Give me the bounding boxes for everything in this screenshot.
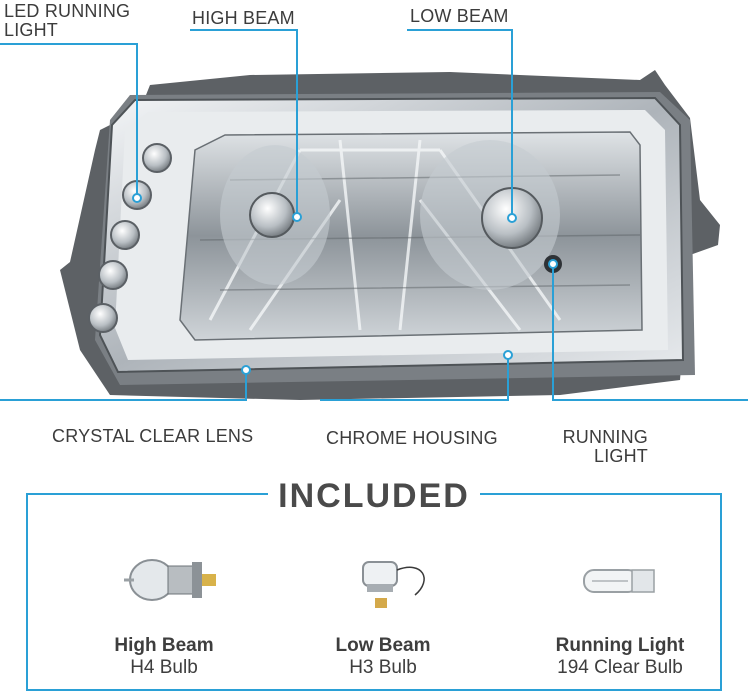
bulb-type: 194 Clear Bulb: [557, 657, 683, 678]
callout-dots: [132, 193, 558, 375]
bulb-card-running-light: Running Light 194 Clear Bulb: [520, 540, 720, 679]
bulb-name: Running Light: [555, 635, 685, 656]
h4-bulb-icon: [124, 559, 216, 601]
bulb-type: H4 Bulb: [130, 657, 198, 678]
callout-lines: [0, 29, 748, 401]
led-running-light: [88, 143, 172, 333]
bulb-type: H3 Bulb: [349, 657, 417, 678]
chrome-housing-label: CHROME HOUSING: [326, 428, 498, 448]
included-title: INCLUDED: [268, 474, 480, 518]
led-running-light-label: LED RUNNING LIGHT: [4, 1, 131, 40]
bulb-card-high-beam: High Beam H4 Bulb: [64, 540, 264, 679]
high-beam-label: HIGH BEAM: [192, 8, 295, 28]
running-light-label: RUNNING LIGHT: [562, 427, 648, 466]
chrome-housing: [179, 131, 643, 341]
high-beam-bulb: [249, 192, 295, 238]
headlight-diagram: [0, 29, 748, 401]
crystal-clear-lens-label: CRYSTAL CLEAR LENS: [52, 426, 254, 446]
bulb-card-low-beam: Low Beam H3 Bulb: [283, 540, 483, 679]
h3-bulb-icon: [362, 561, 425, 608]
low-beam-label: LOW BEAM: [410, 6, 509, 26]
194-bulb-icon: [583, 569, 655, 593]
bulb-name: High Beam: [114, 635, 214, 656]
bulb-name: Low Beam: [335, 635, 431, 656]
